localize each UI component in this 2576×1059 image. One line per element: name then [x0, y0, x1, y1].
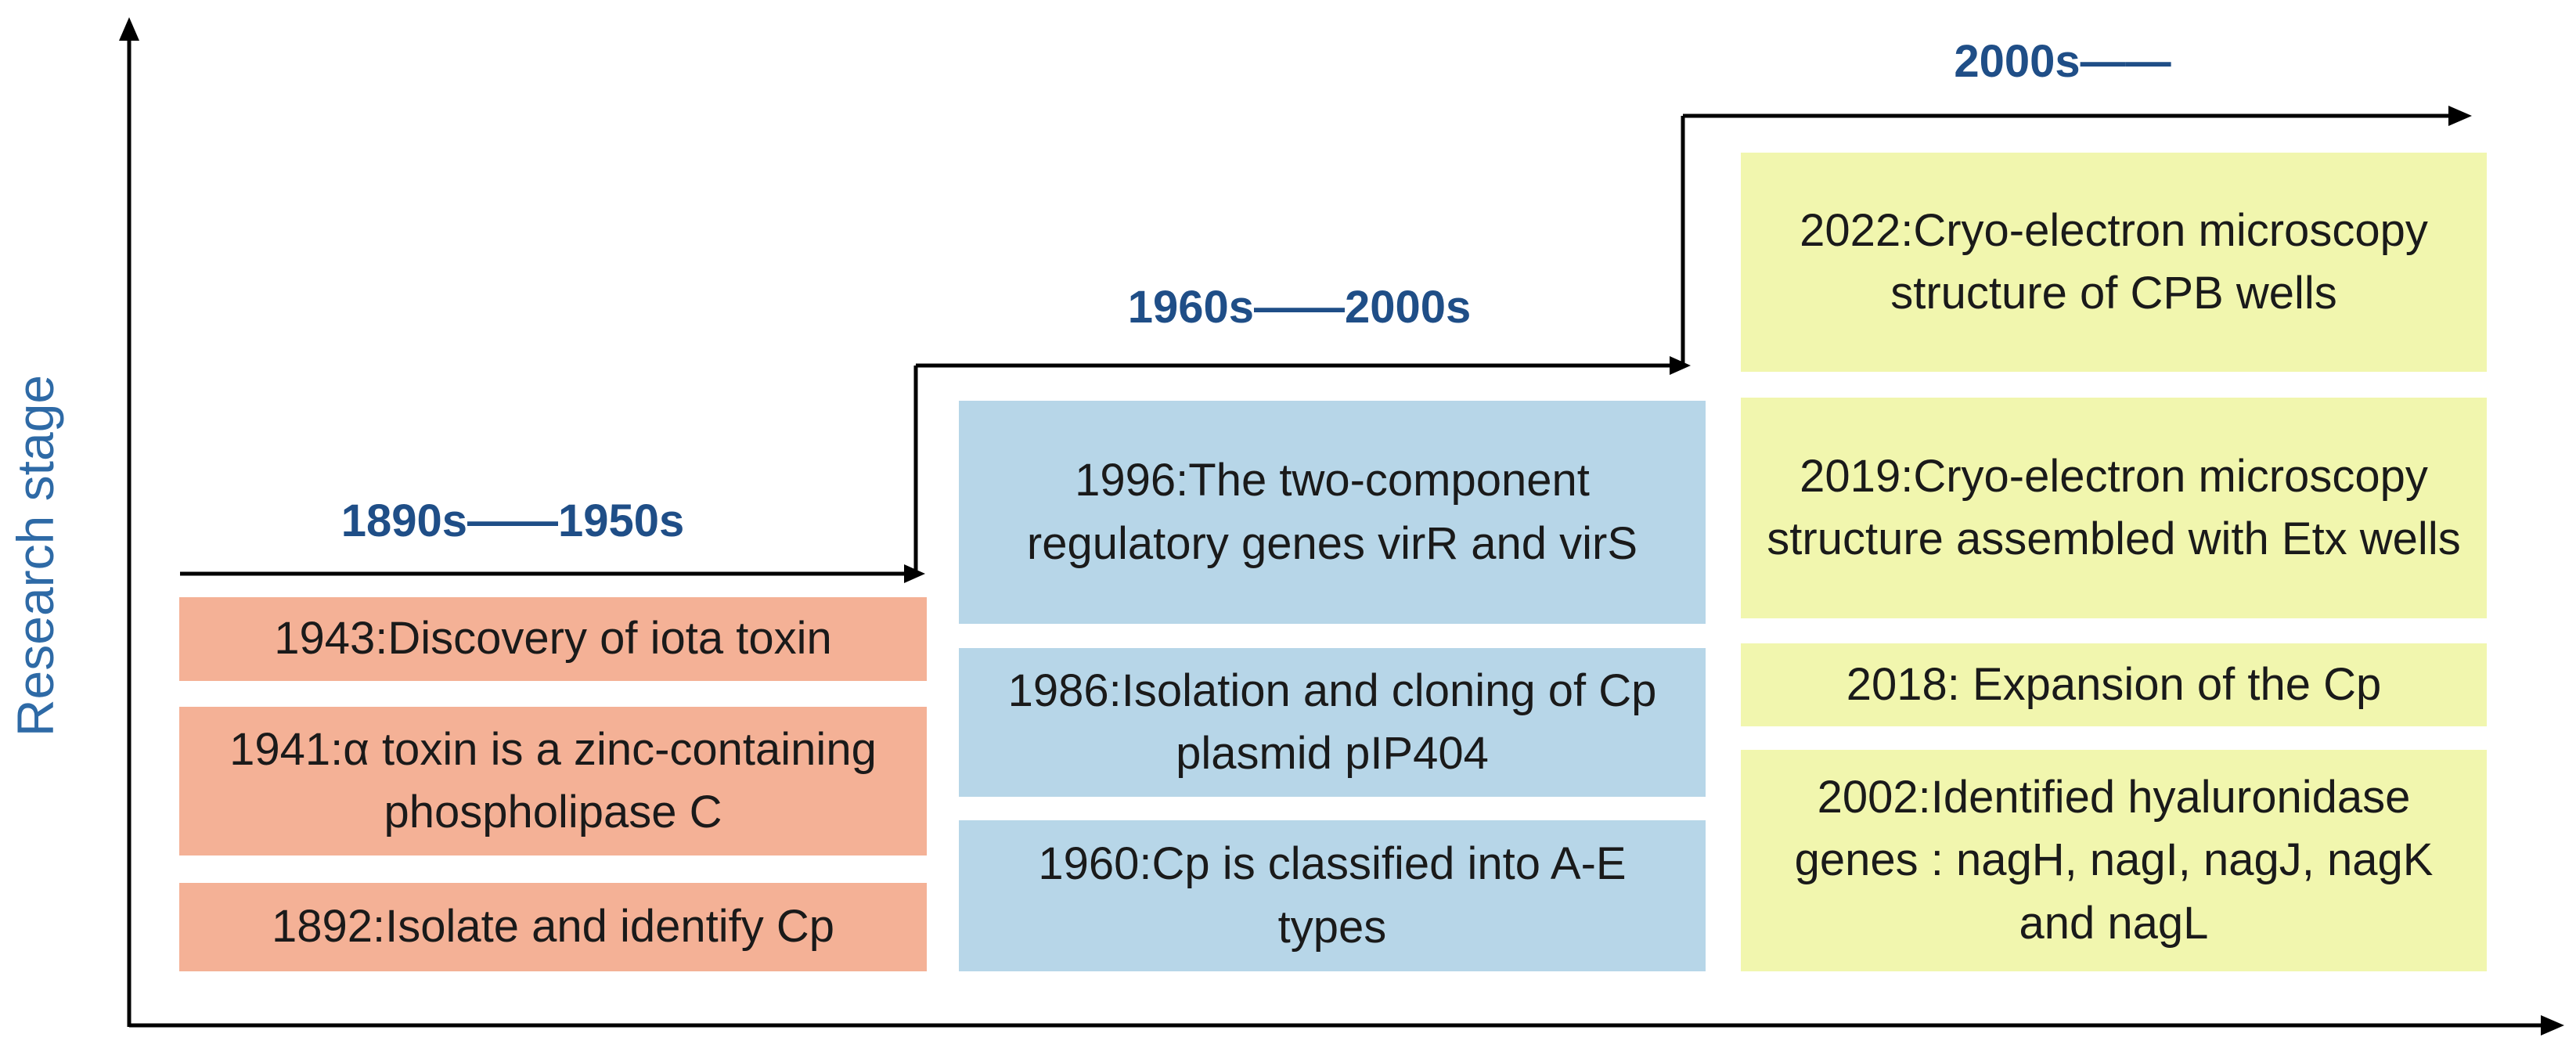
- event-1960-box: 1960:Cp is classified into A-E types: [959, 820, 1706, 971]
- era-label-1960s-2000s: 1960s——2000s: [1127, 282, 1472, 333]
- x-axis-arrowhead: [2541, 1015, 2564, 1036]
- event-1996-box: 1996:The two-component regulatory genes …: [959, 401, 1706, 624]
- era-label-1890s-1950s: 1890s——1950s: [340, 495, 685, 546]
- event-1943-box: 1943:Discovery of iota toxin: [179, 597, 927, 681]
- step2-arrowhead: [1670, 356, 1691, 375]
- era-label-2000s: 2000s——: [1954, 36, 2171, 87]
- event-2018-box: 2018: Expansion of the Cp: [1741, 643, 2487, 726]
- step3-arrowhead: [2448, 106, 2472, 126]
- event-2022-box: 2022:Cryo-electron microscopy structure …: [1741, 153, 2487, 372]
- event-1941-box: 1941:α toxin is a zinc-containing phosph…: [179, 707, 927, 855]
- y-axis-arrowhead: [119, 17, 139, 41]
- event-2002-box: 2002:Identified hyaluronidase genes : na…: [1741, 750, 2487, 971]
- event-1892-box: 1892:Isolate and identify Cp: [179, 883, 927, 971]
- event-1986-box: 1986:Isolation and cloning of Cp plasmid…: [959, 648, 1706, 797]
- event-2019-box: 2019:Cryo-electron microscopy structure …: [1741, 398, 2487, 618]
- y-axis-label: Research stage: [6, 374, 64, 737]
